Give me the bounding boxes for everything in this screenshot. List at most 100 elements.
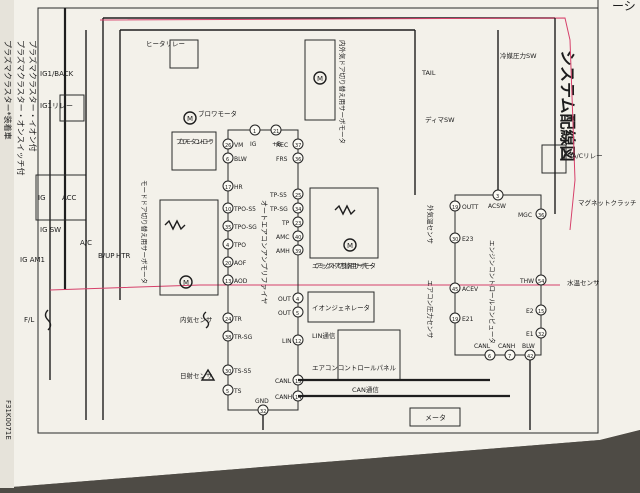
label-solar-sensor: 日射センサ	[180, 371, 213, 380]
solar-sensor-diode	[200, 368, 216, 381]
svg-text:TPO: TPO	[233, 242, 246, 249]
amp-bottom-pin: 32 GND	[255, 398, 269, 416]
svg-text:TS: TS	[233, 388, 242, 395]
svg-text:TP-S5: TP-S5	[269, 192, 287, 199]
ecu-pin-acsw-no: 3	[496, 194, 499, 200]
svg-text:CANL: CANL	[275, 378, 292, 385]
ig1-relay-box	[59, 94, 85, 122]
label-ac-relay: A/Cリレー	[572, 152, 603, 160]
blower-motor-symbol	[183, 111, 197, 125]
label-bup: B/UP	[98, 252, 115, 260]
desk-surface	[0, 430, 640, 493]
mix-servo-motor-symbol	[343, 238, 357, 252]
amp-left-pin: 5 TS	[222, 384, 242, 396]
label-ig-sw: IG SW	[40, 226, 61, 234]
svg-text:25: 25	[295, 193, 301, 199]
svg-text:AMH: AMH	[276, 248, 290, 255]
svg-text:IG: IG	[250, 141, 257, 148]
amp-left-pin: 13 AOD	[222, 274, 248, 286]
svg-text:12: 12	[295, 339, 301, 345]
ecu-pin-outt-label: OUTT	[462, 204, 479, 211]
svg-text:15: 15	[295, 379, 301, 385]
svg-text:TP: TP	[281, 220, 290, 227]
meter-box	[409, 407, 461, 427]
svg-text:OUT: OUT	[278, 310, 291, 317]
ecu-pin-thw-no: 54	[538, 279, 544, 285]
svg-text:13: 13	[225, 279, 231, 285]
page-code: F31K0071E	[4, 400, 12, 440]
ecu-pin-mgc	[535, 208, 547, 220]
ac-relay-box	[541, 144, 567, 174]
svg-text:TS-S5: TS-S5	[233, 368, 251, 375]
label-outside-temp-sensor: 外気温センサ	[426, 205, 435, 244]
svg-text:5: 5	[296, 311, 299, 317]
label-amplifier: オートエアコンアンプリファイヤ	[260, 200, 268, 304]
svg-text:4: 4	[226, 243, 229, 249]
svg-text:BLW: BLW	[234, 156, 247, 163]
mode-servo-motor-symbol	[179, 275, 193, 289]
svg-text:10: 10	[225, 207, 231, 213]
ecu-pin-canh	[504, 349, 516, 361]
svg-text:GND: GND	[255, 398, 269, 405]
svg-text:40: 40	[295, 235, 301, 241]
ecu-pin-e2-no: 15	[538, 309, 544, 315]
ecu-pin-outt-no: 19	[452, 205, 458, 211]
blower-controller-box	[171, 131, 217, 171]
intake-servo-motor-symbol	[313, 71, 327, 85]
amp-right-pin: 4 OUT	[278, 292, 304, 304]
svg-text:30: 30	[225, 369, 231, 375]
svg-text:HR: HR	[234, 184, 243, 191]
svg-text:OUT: OUT	[278, 296, 291, 303]
red-trace-line	[49, 17, 576, 291]
label-intake-servo: 内外気ドア切り替え用サーボモータ	[338, 40, 347, 144]
svg-text:6: 6	[226, 157, 229, 163]
fusible-link	[44, 309, 52, 331]
label-heater-relay: ヒータリレー	[146, 39, 185, 48]
amp-left-pin: 20 AOF	[222, 256, 247, 268]
heater-relay-box	[169, 39, 199, 69]
ecu-pin-e23-label: E23	[462, 236, 474, 243]
label-ion-generator: イオンジェネレータ	[312, 303, 370, 312]
amp-top-pin: 21 +B	[270, 124, 282, 148]
svg-text:26: 26	[225, 143, 231, 149]
ecu-pin-acev-label: ACEV	[462, 286, 479, 293]
amp-left-pin: 24 TR	[222, 312, 242, 324]
page-margin-shade	[0, 0, 14, 488]
ecu-pin-e2-label: E2	[526, 308, 534, 315]
svg-text:4: 4	[296, 297, 299, 303]
intake-servo-motor-m: M	[317, 75, 323, 83]
label-ig: IG	[38, 194, 46, 202]
label-room-sensor: 内気センサ	[180, 315, 213, 324]
amp-left-pin: 26 VM	[222, 138, 243, 150]
ecu-pin-e1-label: E1	[526, 331, 534, 338]
ecu-pin-acsw-label: ACSW	[488, 203, 506, 210]
amp-left-pin: 38 TR-SG	[222, 330, 253, 342]
ecu-pin-e21-no: 19	[452, 317, 458, 323]
diagram-title: システム配線図	[558, 50, 577, 162]
amp-right-pin: 5 OUT	[278, 306, 304, 318]
label-lin: LIN通信	[312, 331, 336, 340]
svg-text:14: 14	[295, 395, 301, 401]
ecu-pin-mgc-label: MGC	[518, 212, 532, 219]
ecu-pin-mgc-no: 36	[538, 213, 544, 219]
label-ig-am1: IG AM1	[20, 256, 45, 264]
margin-note-1: プラズマクラスター*装着車	[3, 40, 13, 140]
ecu-pin-blw-label: BLW	[522, 343, 535, 350]
label-water-temp-sensor: 水温センサ	[567, 278, 600, 287]
svg-text:24: 24	[225, 317, 231, 323]
svg-text:39: 39	[295, 249, 301, 255]
mode-servo-potentiometer	[164, 219, 186, 231]
blower-motor-m: M	[187, 115, 193, 123]
svg-text:CANH: CANH	[275, 394, 292, 401]
amp-left-pin: 6 BLW	[222, 152, 247, 164]
amp-right-pin: 37 REC	[276, 138, 304, 150]
amp-right-pin: 34 TP-SG	[269, 202, 304, 214]
ecu-pin-canl-label: CANL	[474, 343, 491, 350]
ecu-pin-e23	[449, 232, 461, 244]
label-acc: ACC	[62, 194, 77, 202]
amp-right-pin: 39 AMH	[276, 244, 304, 256]
svg-text:17: 17	[225, 185, 231, 191]
ecu-pin-e2	[535, 304, 547, 316]
ecu-pin-thw	[535, 274, 547, 286]
